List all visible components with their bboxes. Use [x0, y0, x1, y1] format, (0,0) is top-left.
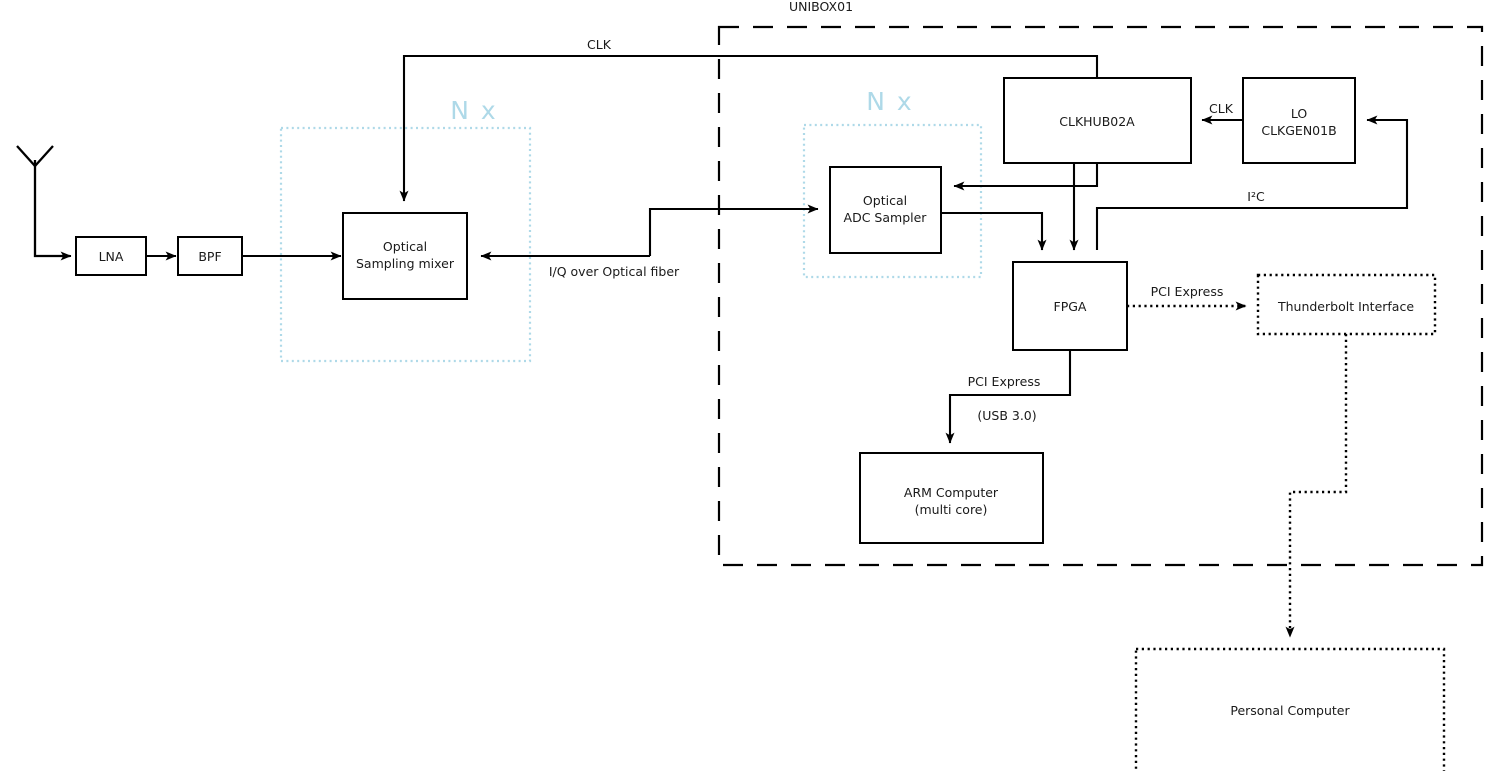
block-personal-computer [1134, 647, 1446, 771]
block-clkhub02a-label: CLKHUB02A [1059, 114, 1135, 129]
wire-adc-to-fpga [941, 211, 1047, 251]
nx-label-left: N x [450, 96, 497, 125]
block-personal-computer-label: Personal Computer [1230, 703, 1350, 718]
block-fpga-label: FPGA [1054, 299, 1087, 314]
nx-region-left [279, 126, 532, 363]
label-usb3: (USB 3.0) [977, 408, 1036, 423]
unibox01-enclosure [717, 25, 1484, 567]
block-bpf [177, 236, 243, 276]
block-arm-computer [859, 452, 1044, 544]
block-mixer-label-line2: Sampling mixer [356, 256, 455, 271]
block-clkhub02a [1003, 77, 1192, 164]
antenna-icon [16, 145, 70, 258]
label-clk-lo: CLK [1209, 101, 1234, 116]
block-optical-adc-sampler [829, 166, 942, 254]
block-lna-label: LNA [99, 249, 124, 264]
block-lo-label-line1: LO [1291, 106, 1308, 121]
label-pcie-arm: PCI Express [968, 374, 1041, 389]
label-pcie-thunderbolt: PCI Express [1151, 284, 1224, 299]
label-iq-over-optical-fiber: I/Q over Optical fiber [549, 264, 680, 279]
block-optical-sampling-mixer [342, 212, 468, 300]
wire-clk-to-mixer [399, 54, 1099, 202]
block-thunderbolt-interface [1256, 273, 1437, 336]
label-clk-top: CLK [587, 37, 612, 52]
block-lo-label-line2: CLKGEN01B [1261, 123, 1336, 138]
nx-region-right [802, 123, 983, 279]
block-adc-label-line2: ADC Sampler [844, 210, 928, 225]
unibox01-title: UNIBOX01 [789, 0, 853, 14]
block-lo-clkgen01b [1242, 77, 1356, 164]
wire-clkhub-to-adc [953, 163, 1099, 191]
wire-mixer-to-adc [648, 204, 819, 256]
wire-i2c-fpga-to-lo [1095, 115, 1409, 250]
block-adc-label-line1: Optical [863, 193, 907, 208]
wire-fpga-to-arm [945, 350, 1072, 444]
block-arm-label-line2: (multi core) [915, 502, 988, 517]
block-bpf-label: BPF [198, 249, 221, 264]
block-thunderbolt-label: Thunderbolt Interface [1277, 299, 1414, 314]
wire-thunderbolt-to-pc [1285, 334, 1348, 638]
label-i2c: I²C [1247, 189, 1265, 204]
nx-label-right: N x [866, 87, 913, 116]
block-lna [75, 236, 147, 276]
block-fpga [1012, 261, 1128, 351]
block-mixer-label-line1: Optical [383, 239, 427, 254]
block-arm-label-line1: ARM Computer [904, 485, 999, 500]
